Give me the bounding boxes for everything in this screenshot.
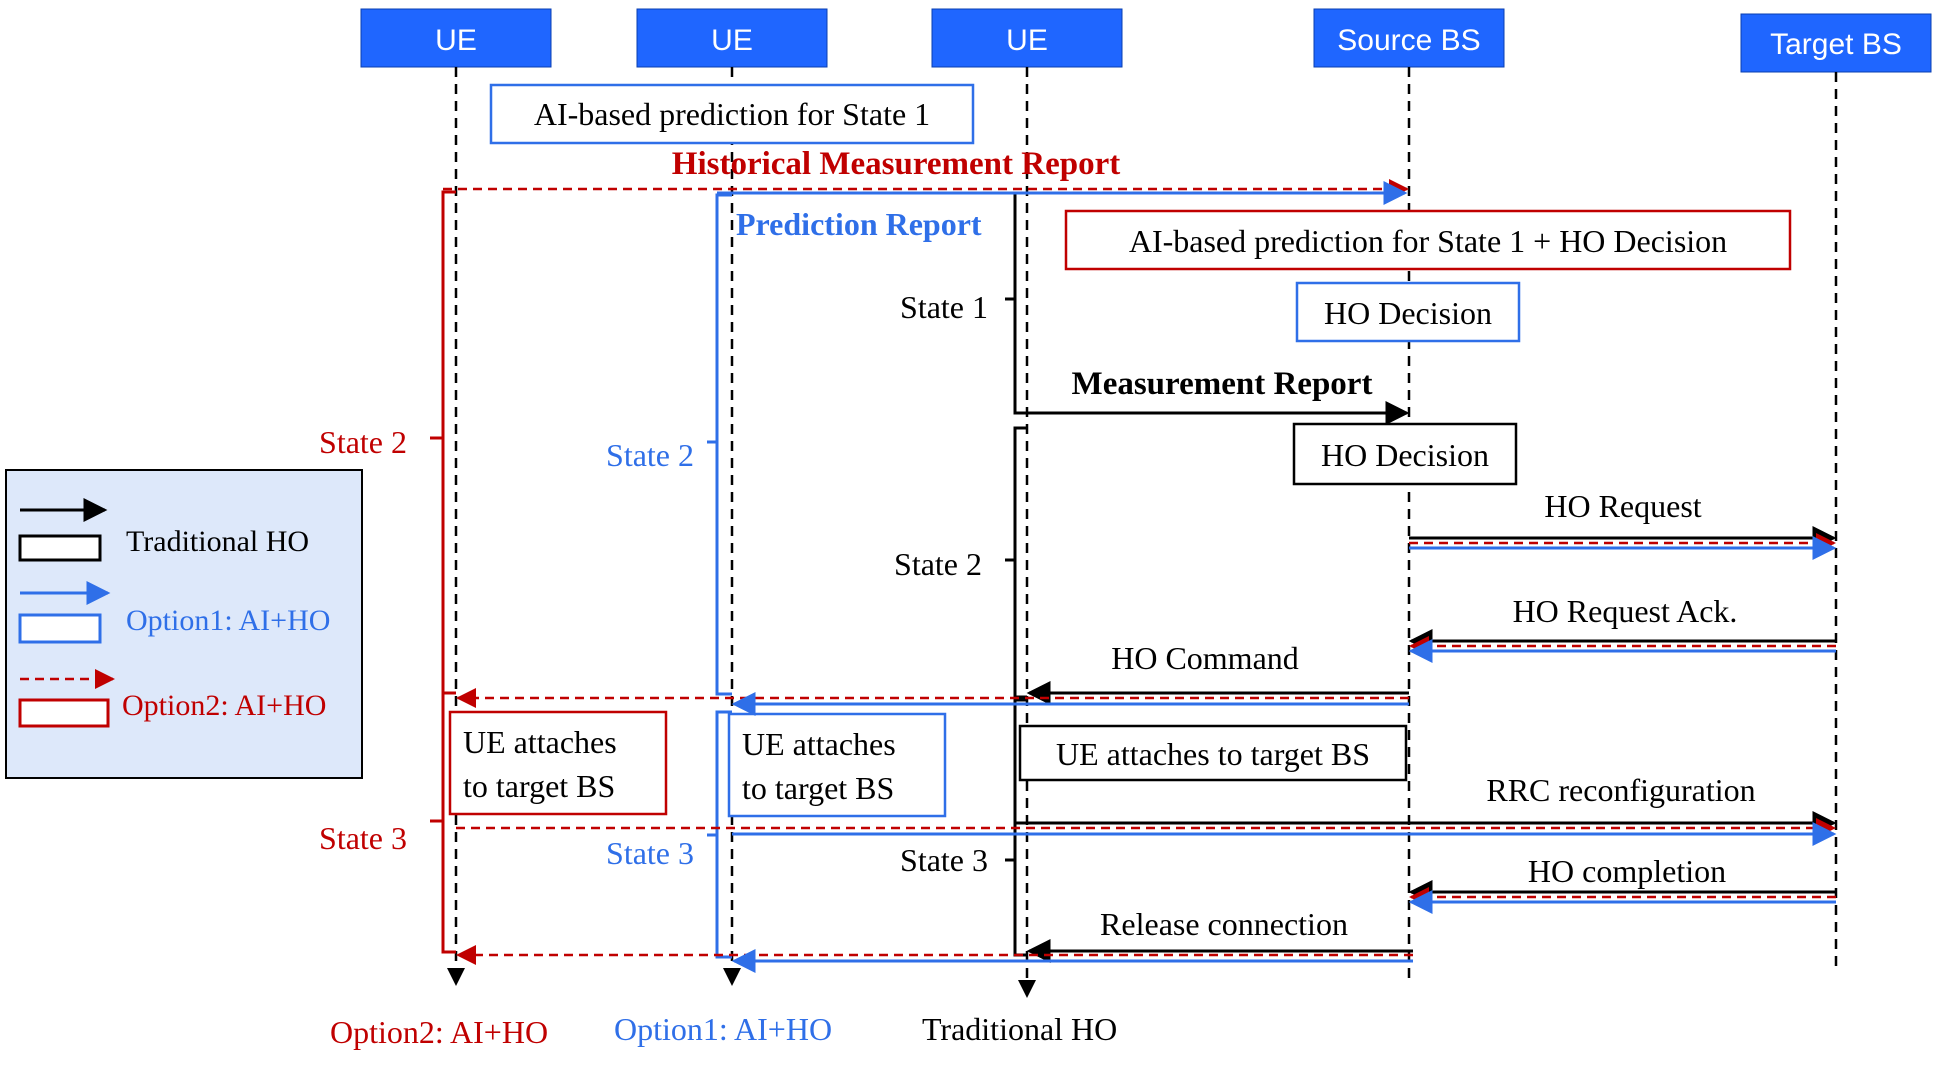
- legend-option1-box: [18, 613, 102, 644]
- state-label-traditional-state2: State 2: [894, 546, 982, 582]
- label-rrc-reconfiguration: RRC reconfiguration: [1486, 772, 1755, 808]
- bracket-option1-state3: [707, 710, 732, 959]
- state-label-option2-state3: State 3: [319, 820, 407, 856]
- legend-option2-label: Option2: AI+HO: [122, 689, 326, 722]
- legend-traditional-label: Traditional HO: [126, 525, 309, 558]
- label-ho-command: HO Command: [1111, 640, 1299, 676]
- bracket-traditional-state1: [1005, 191, 1027, 415]
- bracket-option2-state2: [430, 190, 456, 695]
- ho-decision-black-box: HO Decision: [1292, 422, 1518, 486]
- ue-attaches-blue-line1: UE attaches: [742, 726, 896, 762]
- entity-ue-option1: UE: [636, 8, 828, 68]
- label-prediction-report: Prediction Report: [736, 206, 982, 242]
- ue-attaches-blue-line2: to target BS: [742, 770, 894, 806]
- lifeline-end-arrow-option2: [447, 968, 465, 986]
- entity-ue-option2-label: UE: [435, 24, 477, 57]
- entity-target-bs-label: Target BS: [1770, 28, 1902, 61]
- entity-ue-traditional: UE: [931, 8, 1123, 68]
- ai-prediction-ue-box: AI-based prediction for State 1: [489, 83, 975, 145]
- entity-ue-option1-label: UE: [711, 24, 753, 57]
- entity-target-bs: Target BS: [1740, 13, 1932, 73]
- label-measurement-report: Measurement Report: [1072, 366, 1373, 402]
- ai-prediction-bs-text: AI-based prediction for State 1 + HO Dec…: [1129, 223, 1727, 259]
- lifeline-end-arrow-traditional: [1018, 980, 1036, 998]
- entity-source-bs: Source BS: [1313, 8, 1505, 68]
- ai-prediction-bs-box: AI-based prediction for State 1 + HO Dec…: [1064, 209, 1792, 271]
- label-ho-request-ack: HO Request Ack.: [1513, 593, 1738, 629]
- ai-prediction-ue-text: AI-based prediction for State 1: [534, 96, 930, 132]
- bracket-option2-state3: [430, 691, 456, 954]
- legend-option2-box: [18, 698, 110, 728]
- ue-attaches-red-line1: UE attaches: [463, 724, 617, 760]
- ue-attaches-red-box: UE attaches to target BS: [448, 710, 668, 816]
- label-release-connection: Release connection: [1100, 906, 1348, 942]
- bottom-label-traditional: Traditional HO: [922, 1011, 1117, 1047]
- bracket-option1-state2: [707, 193, 732, 696]
- label-ho-request: HO Request: [1544, 488, 1701, 524]
- legend-option1-label: Option1: AI+HO: [126, 604, 330, 637]
- entity-ue-traditional-label: UE: [1006, 24, 1048, 57]
- state-label-traditional-state1: State 1: [900, 289, 988, 325]
- label-ho-completion: HO completion: [1528, 853, 1726, 889]
- bracket-traditional-state2: [1005, 426, 1027, 699]
- ue-attaches-blue-box: UE attaches to target BS: [727, 712, 947, 818]
- state-label-option1-state3: State 3: [606, 835, 694, 871]
- bottom-label-option2: Option2: AI+HO: [330, 1014, 548, 1050]
- ue-attaches-black-box: UE attaches to target BS: [1018, 724, 1408, 782]
- bottom-label-option1: Option1: AI+HO: [614, 1011, 832, 1047]
- lifeline-end-arrow-option1: [723, 968, 741, 986]
- legend-traditional-box: [18, 534, 102, 562]
- state-label-option2-state2: State 2: [319, 424, 407, 460]
- entity-source-bs-label: Source BS: [1337, 24, 1480, 57]
- ho-decision-blue-box: HO Decision: [1295, 281, 1521, 343]
- entity-ue-option2: UE: [360, 8, 552, 68]
- state-label-option1-state2: State 2: [606, 437, 694, 473]
- state-label-traditional-state3: State 3: [900, 842, 988, 878]
- ue-attaches-red-line2: to target BS: [463, 768, 615, 804]
- label-historical-report: Historical Measurement Report: [672, 146, 1120, 182]
- ho-decision-blue-text: HO Decision: [1324, 295, 1492, 331]
- ho-decision-black-text: HO Decision: [1321, 437, 1489, 473]
- ue-attaches-black-text: UE attaches to target BS: [1056, 736, 1370, 772]
- legend: Traditional HO Option1: AI+HO Option2: A…: [5, 469, 363, 779]
